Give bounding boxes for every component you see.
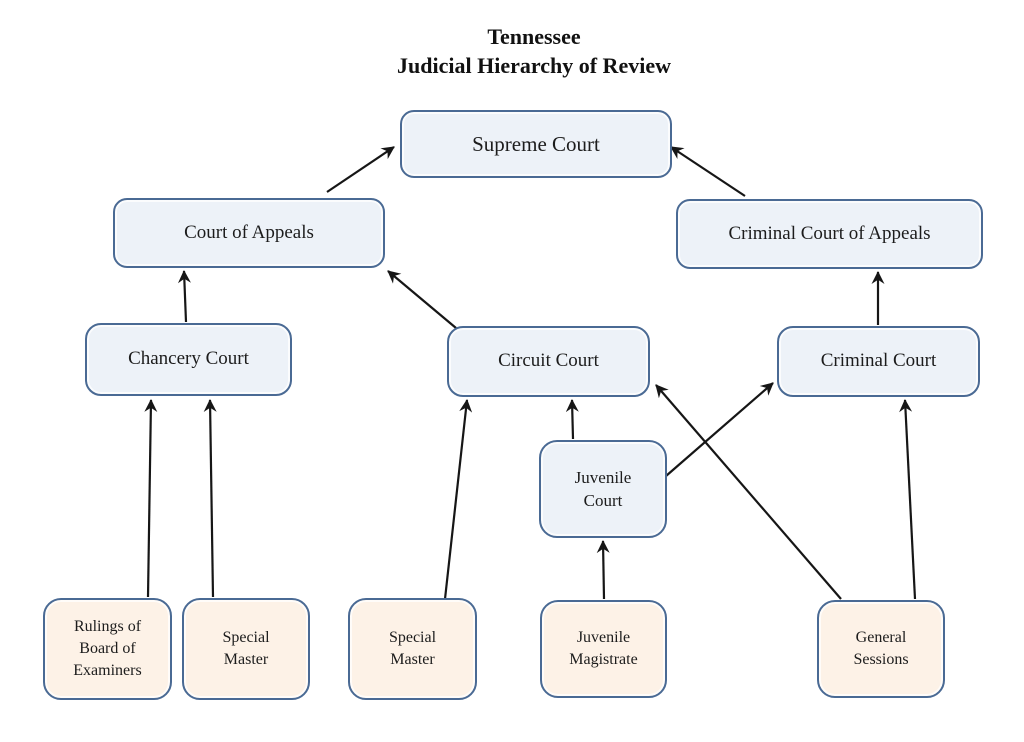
node-label-line: Magistrate [569, 651, 638, 668]
title-line-1: Tennessee [487, 24, 581, 49]
edge-general-sessions-to-criminal-court [899, 398, 917, 600]
node-court-of-appeals: Court of Appeals [113, 198, 385, 268]
edge-juvenile-court-to-criminal-court [665, 382, 774, 477]
edge-chancery-court-to-court-of-appeals [177, 269, 191, 323]
edge-special-master-chancery-to-chancery-court [203, 398, 217, 598]
node-circuit-court: Circuit Court [447, 326, 650, 397]
node-label-line: Examiners [73, 662, 142, 680]
node-label-line: Supreme Court [472, 131, 600, 156]
node-label-line: Special [222, 628, 270, 646]
edge-rulings-of-board-of-examiners-to-chancery-court [144, 398, 158, 598]
node-label-line: Sessions [853, 651, 909, 668]
node-label-line: Juvenile [574, 467, 632, 487]
edge-juvenile-court-to-circuit-court [565, 398, 579, 440]
node-label-line: Juvenile [576, 628, 631, 646]
node-label-line: Board of [79, 639, 136, 657]
node-label-line: Criminal Court [820, 350, 937, 372]
edge-circuit-court-to-court-of-appeals [387, 270, 457, 329]
node-label-line: Court [583, 491, 623, 510]
node-label-line: Special [388, 628, 437, 646]
node-label-line: Court of Appeals [184, 221, 314, 243]
node-chancery-court: Chancery Court [85, 323, 292, 396]
node-label-line: Rulings of [73, 617, 142, 635]
node-rulings-of-board-of-examiners: Rulings of Board of Examiners [43, 598, 172, 700]
edge-general-sessions-to-circuit-court [655, 384, 842, 600]
edge-juvenile-magistrate-to-juvenile-court [596, 539, 610, 600]
node-label-line: Master [223, 651, 269, 668]
node-label-line: Circuit Court [498, 350, 599, 372]
node-supreme-court: Supreme Court [400, 110, 672, 178]
node-label-line: Chancery Court [128, 348, 249, 370]
node-label-line: Master [390, 651, 435, 668]
node-criminal-court-of-appeals: Criminal Court of Appeals [676, 199, 983, 269]
title-line-2: Judicial Hierarchy of Review [397, 53, 671, 79]
diagram-title: Tennessee Judicial Hierarchy of Review [34, 22, 1024, 80]
edge-criminal-court-of-appeals-to-supreme-court [670, 146, 746, 197]
node-label-line: Criminal Court of Appeals [728, 222, 931, 244]
edge-court-of-appeals-to-supreme-court [326, 146, 395, 193]
node-label-line: General [855, 628, 907, 646]
node-criminal-court: Criminal Court [777, 326, 980, 397]
edge-special-master-circuit-to-circuit-court [443, 398, 473, 600]
